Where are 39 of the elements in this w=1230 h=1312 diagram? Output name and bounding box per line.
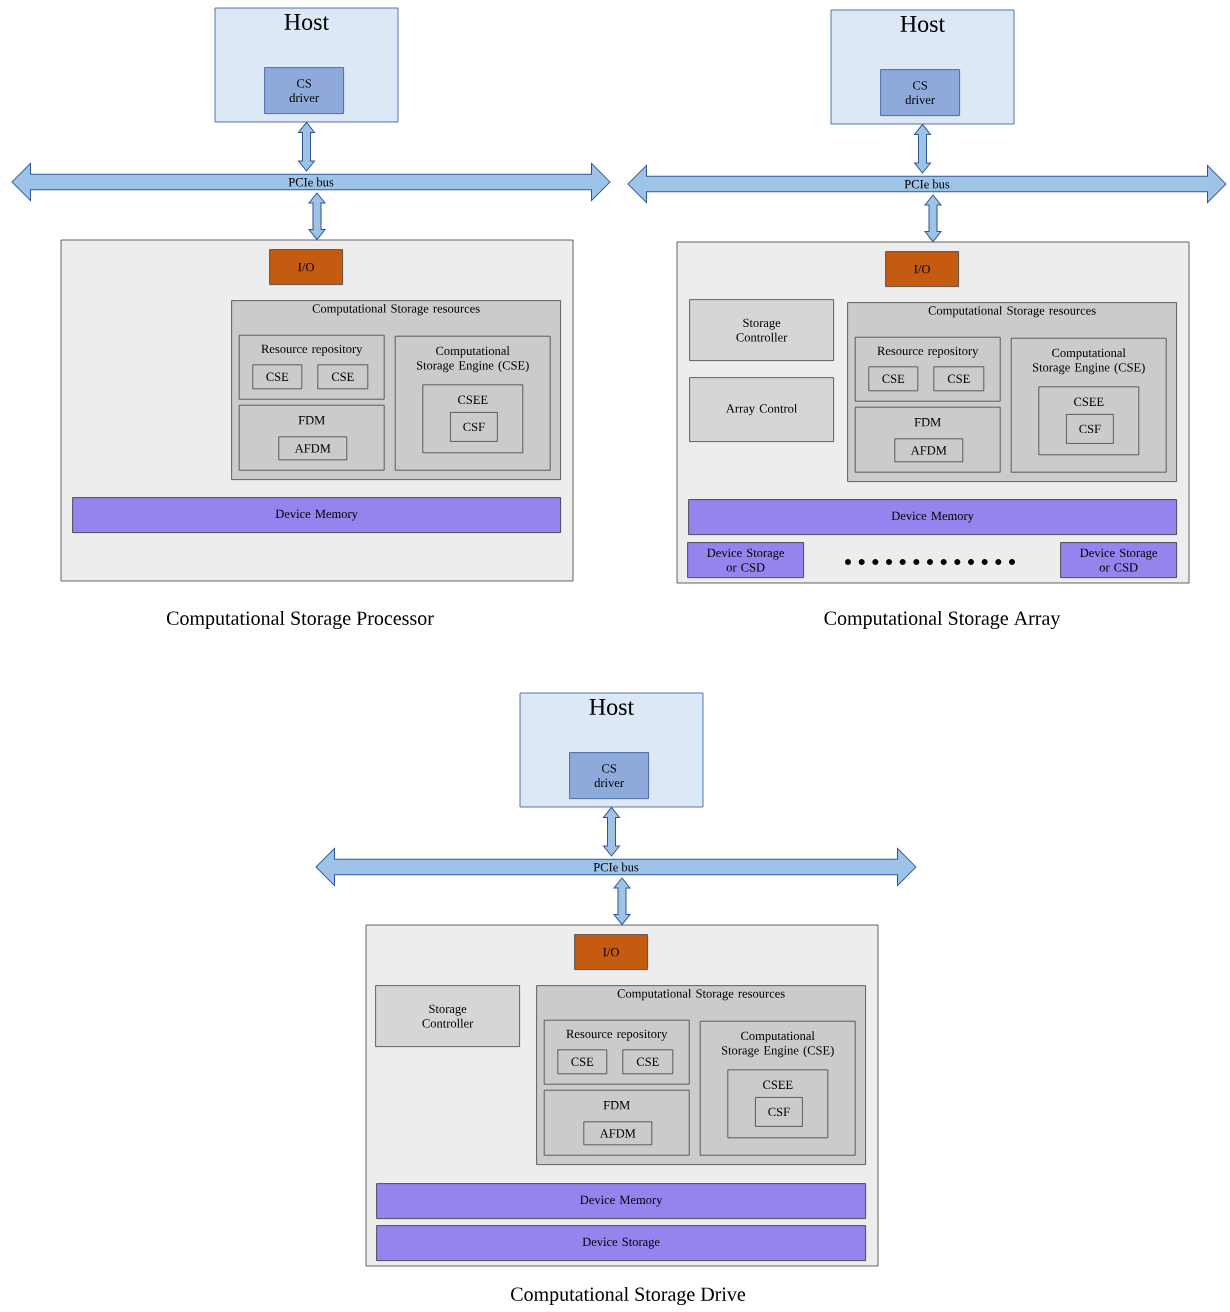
bus-band: PCIe bus bbox=[315, 848, 917, 886]
double-arrow bbox=[298, 121, 315, 172]
component-box: AFDM bbox=[278, 436, 348, 461]
driver-box: CS driver bbox=[569, 752, 649, 799]
component-box: AFDM bbox=[583, 1121, 653, 1146]
controller-box: Array Control bbox=[689, 377, 834, 442]
component-box: CSE bbox=[868, 366, 919, 392]
component-box: AFDM bbox=[894, 438, 964, 463]
component-box: CSE bbox=[557, 1049, 608, 1075]
component-box: CSE bbox=[317, 364, 369, 390]
memory-bar: Device Storage or CSD bbox=[687, 542, 804, 578]
component-box: CSF bbox=[450, 412, 498, 442]
memory-bar: Device Storage bbox=[376, 1225, 866, 1261]
double-arrow bbox=[914, 123, 931, 174]
memory-bar: Device Memory bbox=[72, 497, 561, 533]
component-box: CSE bbox=[622, 1049, 674, 1075]
component-box: CSF bbox=[1066, 414, 1114, 444]
panel-caption: Computational Storage Processor bbox=[166, 610, 434, 630]
double-arrow bbox=[924, 194, 942, 243]
component-box: CSE bbox=[252, 364, 303, 390]
bus-band: PCIe bus bbox=[11, 163, 611, 201]
driver-box: CS driver bbox=[880, 69, 960, 116]
component-box: CSF bbox=[755, 1097, 803, 1127]
controller-box: Storage Controller bbox=[375, 985, 520, 1047]
io-block: I/O bbox=[885, 251, 959, 287]
memory-bar: Device Memory bbox=[376, 1183, 866, 1219]
component-box: CSE bbox=[933, 366, 985, 392]
controller-box: Storage Controller bbox=[689, 299, 834, 361]
driver-box: CS driver bbox=[264, 67, 344, 114]
io-block: I/O bbox=[574, 934, 648, 970]
panel-caption: Computational Storage Drive bbox=[511, 1286, 746, 1306]
bus-band: PCIe bus bbox=[627, 165, 1227, 203]
memory-bar: Device Memory bbox=[688, 499, 1177, 535]
double-arrow bbox=[308, 192, 326, 241]
double-arrow bbox=[613, 877, 631, 926]
double-arrow bbox=[603, 806, 620, 857]
memory-bar: Device Storage or CSD bbox=[1060, 542, 1177, 578]
io-block: I/O bbox=[269, 249, 343, 285]
panel-caption: Computational Storage Array bbox=[824, 610, 1061, 630]
